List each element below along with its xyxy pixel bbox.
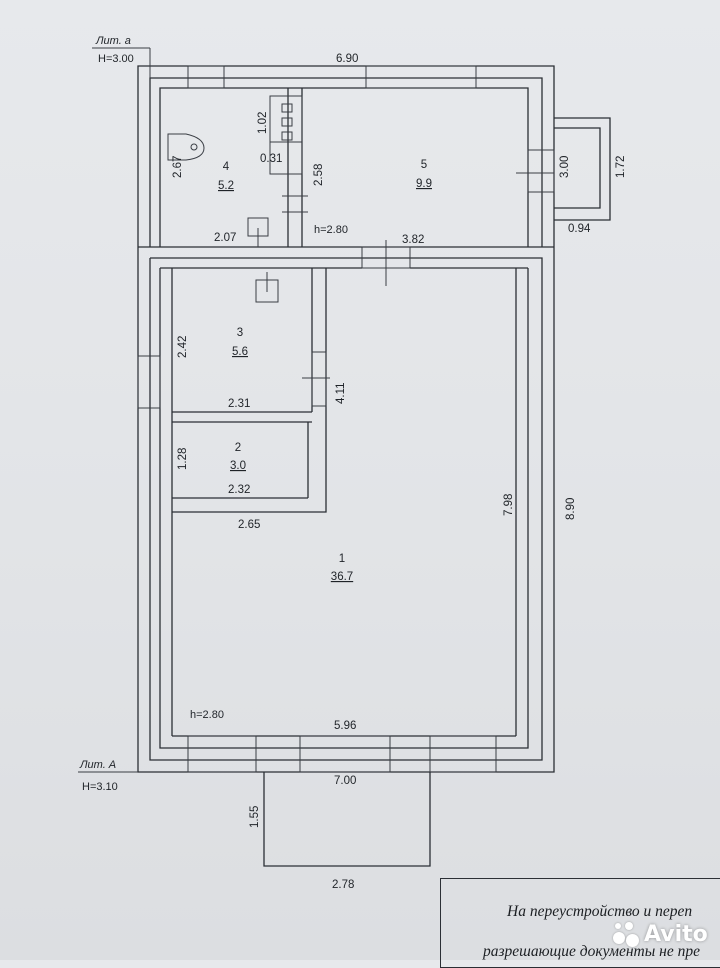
room-area: 9.9 <box>416 178 432 190</box>
room-1: 1 36.7 <box>331 553 353 583</box>
room-number: 1 <box>339 553 345 565</box>
room-3: 3 5.6 <box>232 327 248 358</box>
dim-r1-height: 7.98 <box>503 494 515 516</box>
room-labels: 1 36.7 2 3.0 3 5.6 4 5.2 5 9.9 <box>218 159 432 583</box>
dim-top-total: 6.90 <box>336 53 358 65</box>
lit-A-height: H=3.10 <box>82 781 118 793</box>
avito-logo-icon <box>612 920 640 948</box>
ceiling-heights: h=2.80 h=2.80 <box>190 224 348 721</box>
dim-r3-height: 2.42 <box>177 336 189 358</box>
dim-r4-width: 2.07 <box>214 232 236 244</box>
lit-A-label: Лит. А <box>79 759 116 771</box>
dim-r3-width: 2.31 <box>228 398 250 410</box>
room-5: 5 9.9 <box>416 159 432 190</box>
dim-r2-height: 1.28 <box>177 448 189 470</box>
dim-porch-width: 0.94 <box>568 223 591 235</box>
room-number: 3 <box>237 327 243 339</box>
stamp-line-1: На переустройство и переп <box>507 903 693 920</box>
room-area: 3.0 <box>230 460 246 472</box>
stamp-line-2: разрешающие документы не пре <box>483 943 700 960</box>
dim-corridor: 2.65 <box>238 519 260 531</box>
dim-r2-width: 2.32 <box>228 484 250 496</box>
dim-entry-depth: 1.55 <box>249 806 261 828</box>
dim-bottom-total: 7.00 <box>334 775 356 787</box>
room-area: 36.7 <box>331 571 353 583</box>
room-number: 4 <box>223 161 230 173</box>
lit-a-label: Лит. а <box>95 35 131 47</box>
room-4: 4 5.2 <box>218 161 234 192</box>
avito-brand: Avito <box>644 921 708 947</box>
dim-r4-height: 2.67 <box>172 156 184 178</box>
dim-right-total: 8.90 <box>565 498 577 520</box>
room-2: 2 3.0 <box>230 442 246 472</box>
lit-a-height: H=3.00 <box>98 53 134 65</box>
dim-r5-bottom: 3.82 <box>402 234 424 246</box>
dim-porch-side: 3.00 <box>559 156 571 178</box>
avito-watermark: Avito <box>612 920 708 948</box>
height-upper: h=2.80 <box>314 224 348 236</box>
room-number: 2 <box>235 442 241 454</box>
dim-wc-width: 0.31 <box>260 153 282 165</box>
dim-entry-width: 2.78 <box>332 879 354 891</box>
annex-walls <box>137 65 611 248</box>
dim-wc-height: 1.02 <box>257 112 269 134</box>
dim-porch-outer: 1.72 <box>615 156 627 178</box>
dimensions: 6.90 8.90 7.00 5.96 3.00 1.72 0.94 2.07 … <box>172 53 627 891</box>
height-main: h=2.80 <box>190 709 224 721</box>
dim-inner-bottom: 5.96 <box>334 720 356 732</box>
room-area: 5.6 <box>232 346 248 358</box>
lit-labels: Лит. а H=3.00 Лит. А H=3.10 <box>78 35 151 793</box>
room-area: 5.2 <box>218 180 234 192</box>
main-walls <box>137 240 555 867</box>
dim-r4-r5-wall: 2.58 <box>313 164 325 186</box>
dim-r3-right: 4.11 <box>335 382 347 404</box>
room-number: 5 <box>421 159 427 171</box>
